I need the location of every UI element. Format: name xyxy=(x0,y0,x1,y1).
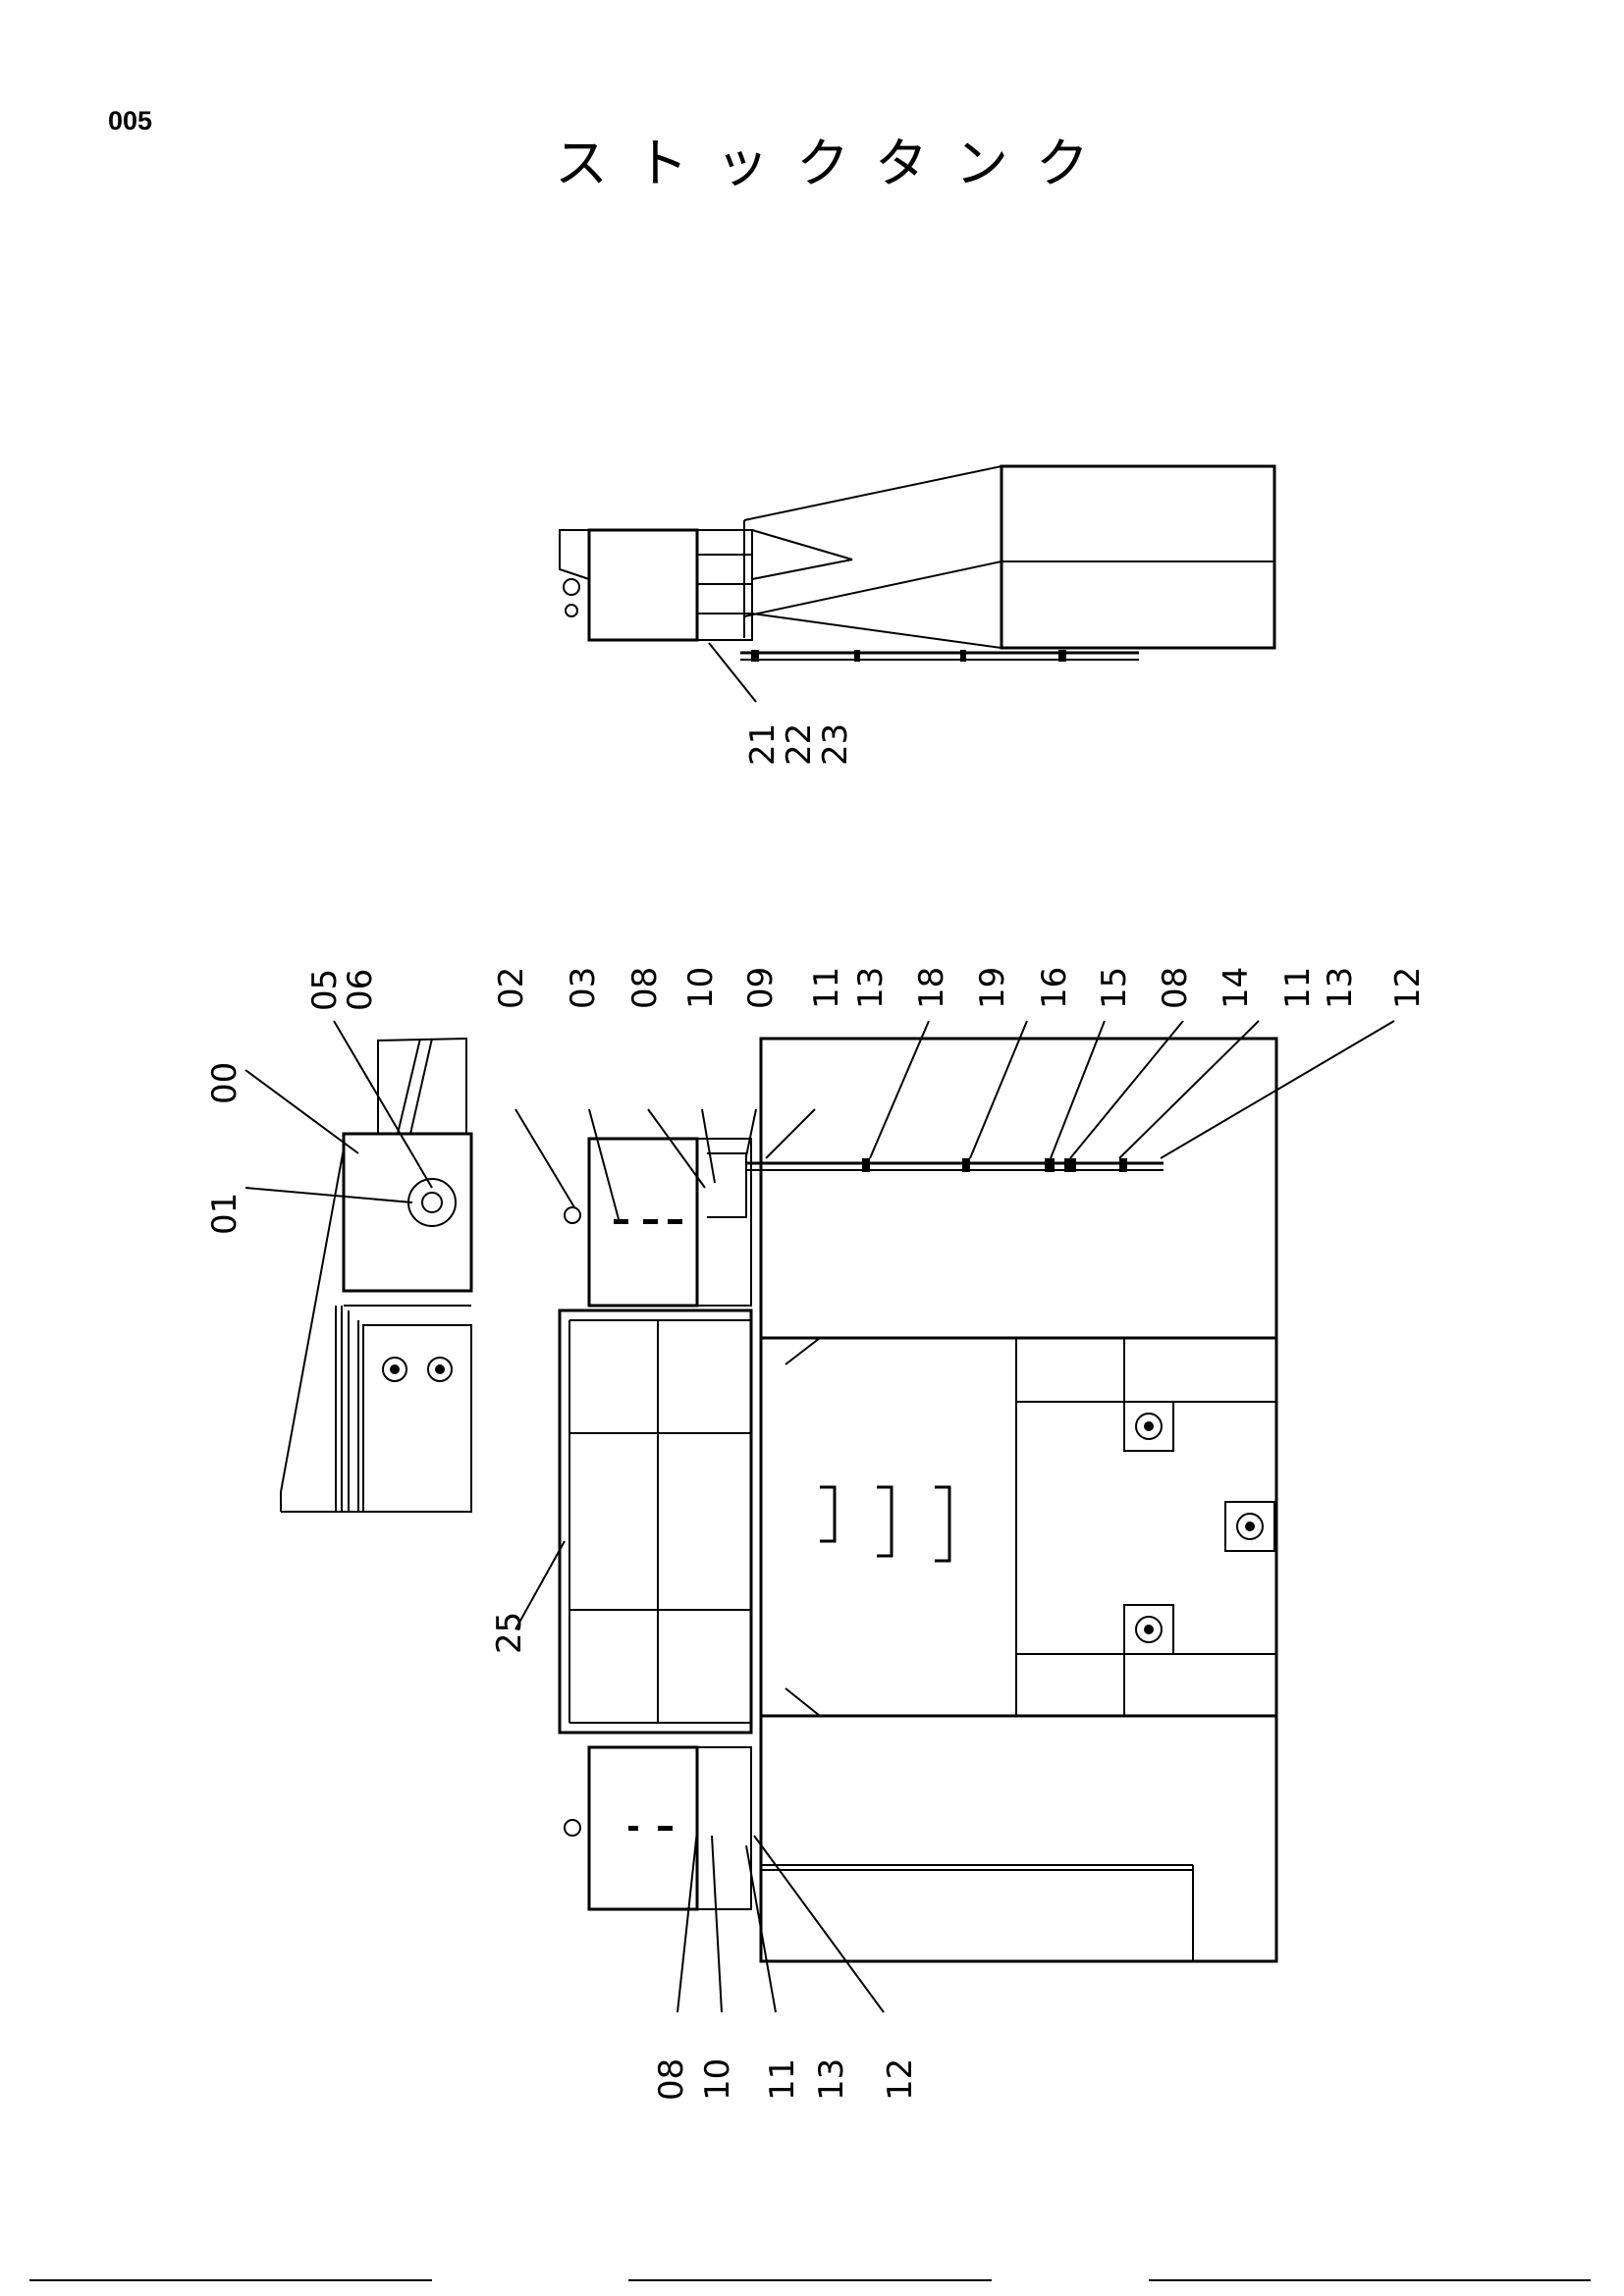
callout-21: 21 xyxy=(743,723,783,766)
callout-09: 09 xyxy=(741,967,781,1009)
callout-03: 03 xyxy=(564,967,603,1009)
page-number: 005 xyxy=(108,106,153,135)
callout-11: 11 xyxy=(807,967,846,1009)
callout-00: 00 xyxy=(205,1062,244,1104)
callout-08: 08 xyxy=(625,967,665,1009)
callout-22: 22 xyxy=(780,723,819,766)
callout-13-b: 13 xyxy=(1321,967,1360,1009)
callout-10: 10 xyxy=(681,967,721,1009)
callout-13-c: 13 xyxy=(812,2058,851,2101)
page-title: ストックタンク xyxy=(555,133,1116,194)
callout-02: 02 xyxy=(492,967,531,1009)
callout-10-b: 10 xyxy=(698,2058,737,2101)
callout-19: 19 xyxy=(973,967,1012,1009)
callout-08-b: 08 xyxy=(1156,967,1195,1009)
callout-23: 23 xyxy=(816,723,855,766)
callout-08-c: 08 xyxy=(652,2058,691,2101)
callout-05: 05 xyxy=(305,969,345,1011)
callout-06: 06 xyxy=(341,969,380,1011)
callout-12: 12 xyxy=(1388,967,1428,1009)
main-view: 02 03 08 10 09 11 13 18 19 16 15 08 14 1… xyxy=(490,967,1428,2101)
callout-12-b: 12 xyxy=(881,2058,920,2101)
callout-11-b: 11 xyxy=(1278,967,1318,1009)
side-view: 05 06 00 01 xyxy=(205,969,473,1513)
callout-16: 16 xyxy=(1035,967,1074,1009)
callout-13: 13 xyxy=(851,967,891,1009)
callout-25: 25 xyxy=(490,1612,529,1654)
callout-14: 14 xyxy=(1217,967,1256,1009)
top-view: 21 22 23 xyxy=(559,464,1276,766)
callout-18: 18 xyxy=(912,967,951,1009)
callout-15: 15 xyxy=(1095,967,1134,1009)
callout-11-c: 11 xyxy=(763,2058,802,2101)
callout-01: 01 xyxy=(205,1193,244,1235)
